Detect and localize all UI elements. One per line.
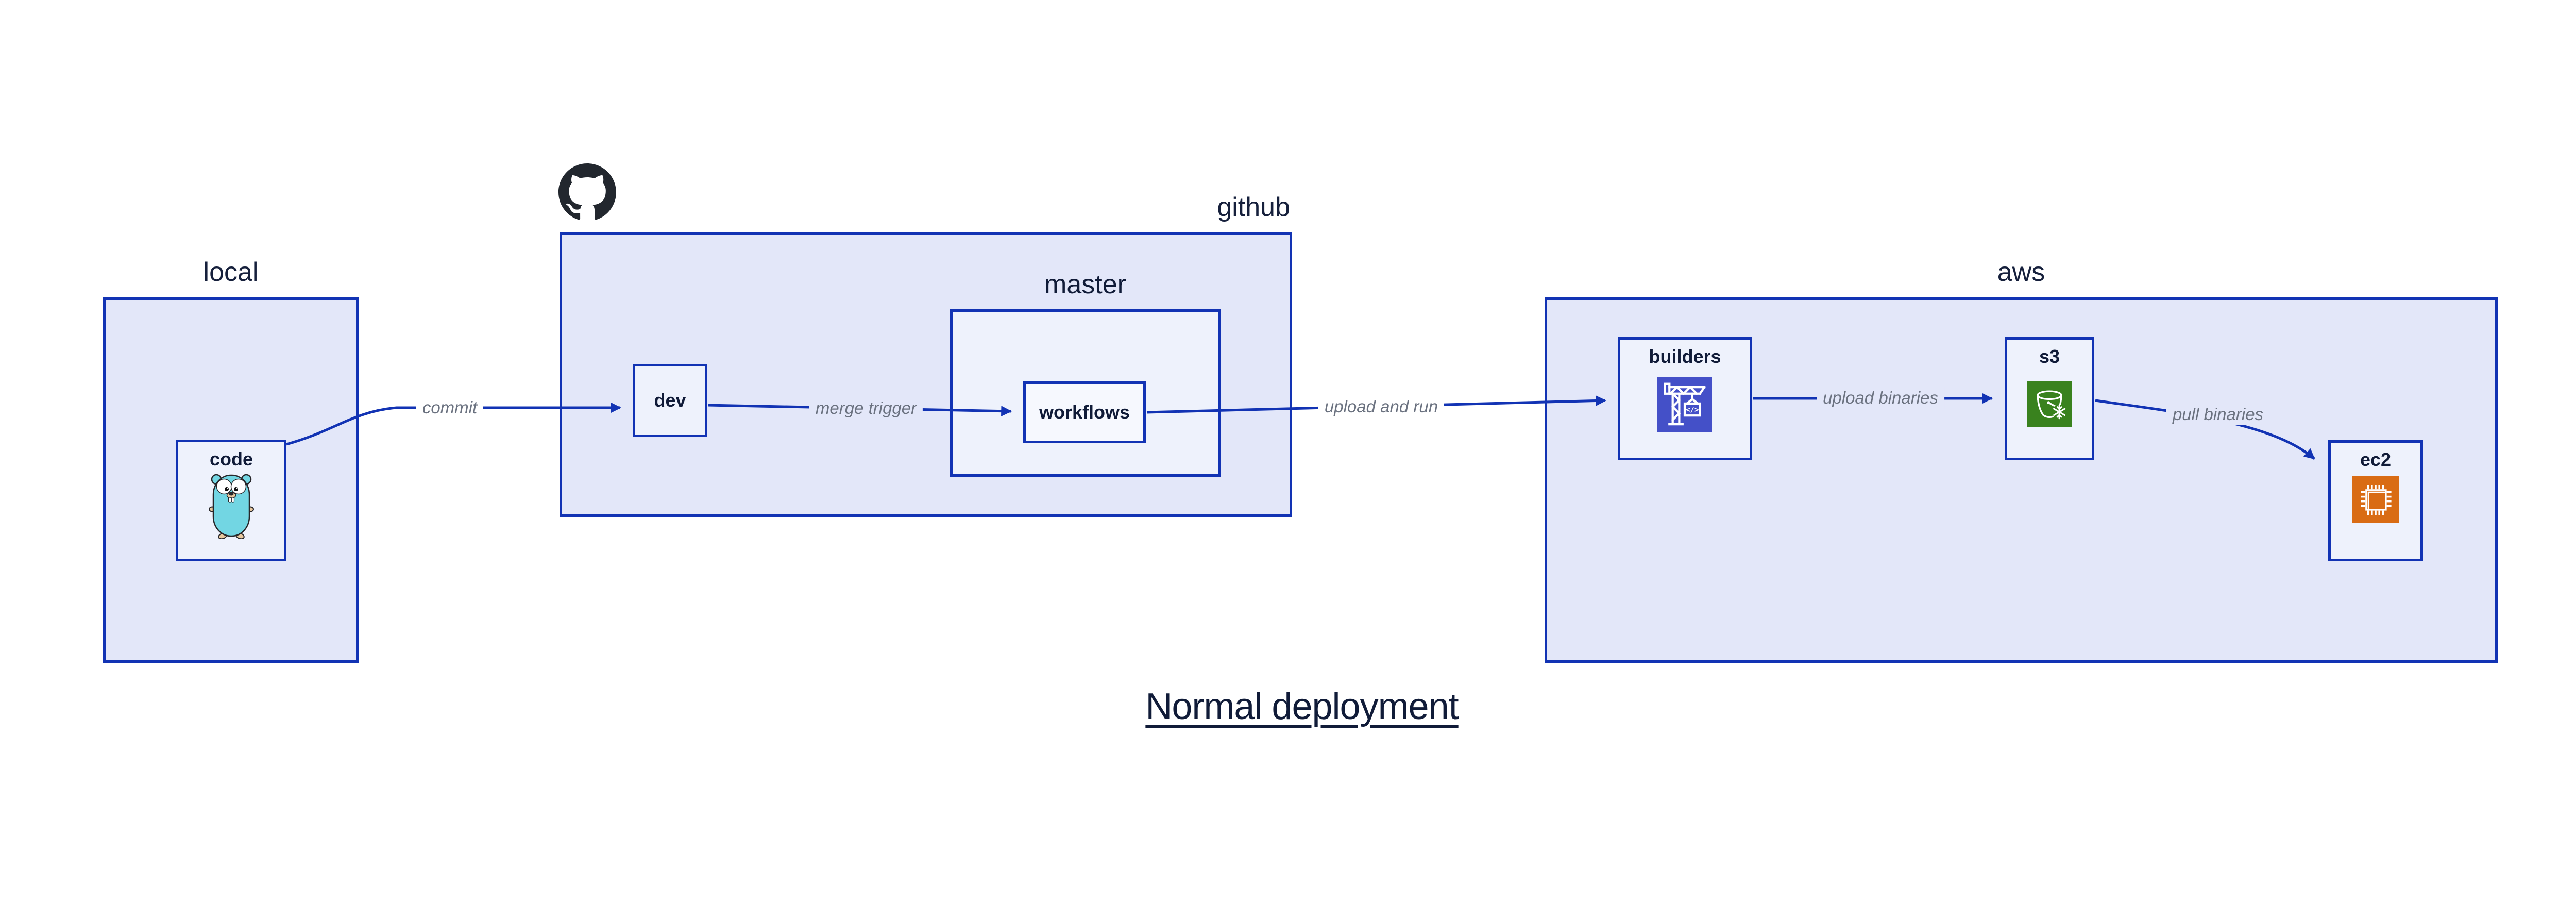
upload-and-run-edge-label: upload and run xyxy=(1318,396,1445,417)
commit-edge-label: commit xyxy=(416,397,484,419)
diagram-title: Normal deployment xyxy=(1145,686,1459,727)
s3-node-box: s3 xyxy=(2005,337,2094,460)
dev-node-label: dev xyxy=(654,390,686,411)
builders-node-box: builders </> xyxy=(1618,337,1752,460)
merge-trigger-edge-label: merge trigger xyxy=(809,397,923,419)
aws-s3-bucket-snowflake-icon xyxy=(2027,381,2072,427)
pull-binaries-edge-label: pull binaries xyxy=(2166,404,2270,425)
aws-ec2-chip-icon xyxy=(2352,476,2399,523)
upload-binaries-edge-label: upload binaries xyxy=(1817,387,1944,409)
svg-text:</>: </> xyxy=(1686,406,1699,414)
master-node-label: master xyxy=(1044,270,1126,299)
aws-group-label: aws xyxy=(1997,257,2045,287)
github-group-label: github xyxy=(1217,192,1290,222)
ec2-node-label: ec2 xyxy=(2360,449,2392,470)
workflows-node-box: workflows xyxy=(1023,381,1146,443)
code-node-box: code xyxy=(176,440,286,561)
code-node-label: code xyxy=(209,448,253,470)
local-group-label: local xyxy=(203,257,259,287)
master-node-box xyxy=(950,309,1221,477)
ec2-node-box: ec2 xyxy=(2328,440,2423,561)
github-octocat-icon xyxy=(558,163,616,220)
builders-node-label: builders xyxy=(1649,346,1721,367)
s3-node-label: s3 xyxy=(2039,346,2060,367)
go-gopher-icon xyxy=(209,474,254,539)
dev-node-box: dev xyxy=(633,364,707,437)
aws-codebuild-crane-icon: </> xyxy=(1657,377,1712,432)
workflows-node-label: workflows xyxy=(1039,402,1130,423)
